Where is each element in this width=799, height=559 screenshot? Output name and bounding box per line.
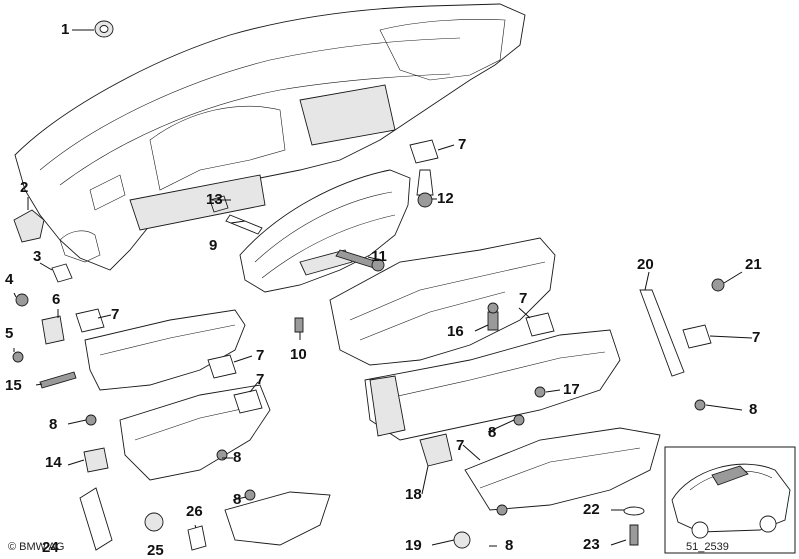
- callout-8b: 8: [233, 449, 242, 466]
- clip-nut: [682, 324, 712, 349]
- callout-7d: 7: [458, 136, 467, 153]
- holder-18: [419, 433, 453, 467]
- screw-4: [15, 293, 29, 307]
- callout-8c: 8: [233, 491, 242, 508]
- screws-8: [85, 399, 706, 516]
- callout-13: 13: [206, 191, 223, 208]
- hardware-parts: [12, 20, 725, 551]
- callout-14: 14: [45, 454, 62, 471]
- clip-nut: [233, 389, 263, 414]
- callout-9: 9: [209, 237, 218, 254]
- cap-25: [144, 512, 164, 532]
- screw-10: [294, 317, 304, 333]
- callout-16: 16: [447, 323, 464, 340]
- inset-car-view: [664, 446, 796, 554]
- callout-11: 11: [371, 248, 387, 265]
- washer-22: [623, 506, 645, 516]
- leader-lines: [13, 29, 753, 547]
- callout-22: 22: [583, 501, 600, 518]
- clip-nut: [409, 139, 439, 164]
- screw-8: [244, 489, 256, 501]
- clip-nuts: [75, 139, 712, 414]
- callout-23: 23: [583, 536, 600, 553]
- strap-20: [639, 289, 685, 377]
- callout-8a: 8: [49, 416, 58, 433]
- callout-7e: 7: [519, 290, 528, 307]
- drawing-number: 51_2539: [686, 541, 729, 553]
- callout-21: 21: [745, 256, 762, 273]
- stud-16: [487, 311, 499, 331]
- callout-6: 6: [52, 291, 61, 308]
- callout-7a: 7: [111, 306, 120, 323]
- center-console: [329, 237, 621, 441]
- callout-8f: 8: [749, 401, 758, 418]
- callout-1: 1: [61, 21, 70, 38]
- screw-15: [39, 371, 77, 389]
- screw-8: [694, 399, 706, 411]
- plug-19: [453, 531, 471, 549]
- callout-19: 19: [405, 537, 422, 554]
- rivet-12: [416, 169, 434, 196]
- callout-8d: 8: [488, 424, 497, 441]
- screw-21: [711, 278, 725, 292]
- screw-23: [629, 524, 639, 546]
- callout-5: 5: [5, 325, 14, 342]
- callout-7b: 7: [256, 347, 265, 364]
- callout-18: 18: [405, 486, 422, 503]
- callout-7g: 7: [752, 329, 761, 346]
- screw-8: [85, 414, 97, 426]
- callout-17: 17: [563, 381, 580, 398]
- rivet-12-head: [417, 192, 433, 208]
- callout-25: 25: [147, 542, 164, 559]
- callout-7c: 7: [256, 371, 265, 388]
- callout-15: 15: [5, 377, 22, 394]
- left-lower-trim: [84, 309, 331, 546]
- bracket-14: [83, 447, 109, 473]
- dashboard-panel: [14, 3, 526, 271]
- clip-nut: [207, 354, 237, 379]
- screw-8: [513, 414, 525, 426]
- grommet-1-hole: [99, 25, 109, 33]
- callout-20: 20: [637, 256, 654, 273]
- clip-nut: [75, 308, 105, 333]
- bracket-6: [41, 315, 65, 345]
- screw-8: [496, 504, 508, 516]
- clip-26: [187, 525, 207, 551]
- clip-3: [51, 263, 73, 283]
- clip-nut: [525, 312, 555, 337]
- callout-3: 3: [33, 248, 42, 265]
- callout-10: 10: [290, 346, 307, 363]
- stud-16-head: [487, 302, 499, 314]
- callout-7f: 7: [456, 437, 465, 454]
- handle-24: [79, 487, 113, 551]
- screw-5: [12, 351, 24, 363]
- callout-2: 2: [20, 179, 29, 196]
- cover-2: [13, 209, 45, 243]
- callout-26: 26: [186, 503, 203, 520]
- copyright-notice: © BMW AG: [8, 541, 65, 553]
- right-lower-trim: [464, 427, 661, 511]
- callout-8e: 8: [505, 537, 514, 554]
- screw-9: [225, 214, 263, 235]
- callout-24: 24: [42, 539, 59, 556]
- callout-12: 12: [437, 190, 454, 207]
- callout-4: 4: [5, 271, 14, 288]
- screw-17: [534, 386, 546, 398]
